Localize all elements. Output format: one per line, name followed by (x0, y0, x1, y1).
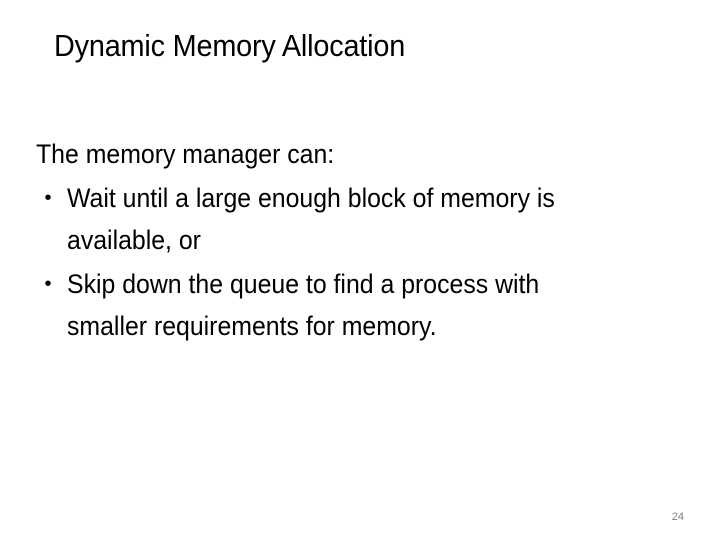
slide-body: The memory manager can: • Wait until a l… (36, 134, 684, 347)
list-item: • Wait until a large enough block of mem… (36, 177, 684, 261)
list-item-text: Wait until a large enough block of memor… (67, 177, 635, 261)
page-title: Dynamic Memory Allocation (54, 28, 406, 63)
lead-text: The memory manager can: (36, 139, 335, 169)
list-item-line: Skip down the queue to find a process wi… (67, 269, 540, 299)
list-item-line: available, or (67, 225, 201, 255)
bullet-list: • Wait until a large enough block of mem… (36, 177, 684, 347)
list-item: • Skip down the queue to find a process … (36, 263, 684, 347)
list-item-text: Skip down the queue to find a process wi… (67, 263, 635, 347)
bullet-dot-icon: • (44, 273, 52, 295)
list-item-line: smaller requirements for memory. (67, 311, 437, 341)
page-number: 24 (671, 511, 684, 523)
bullet-dot-icon: • (44, 187, 52, 209)
list-item-line: Wait until a large enough block of memor… (67, 183, 555, 213)
